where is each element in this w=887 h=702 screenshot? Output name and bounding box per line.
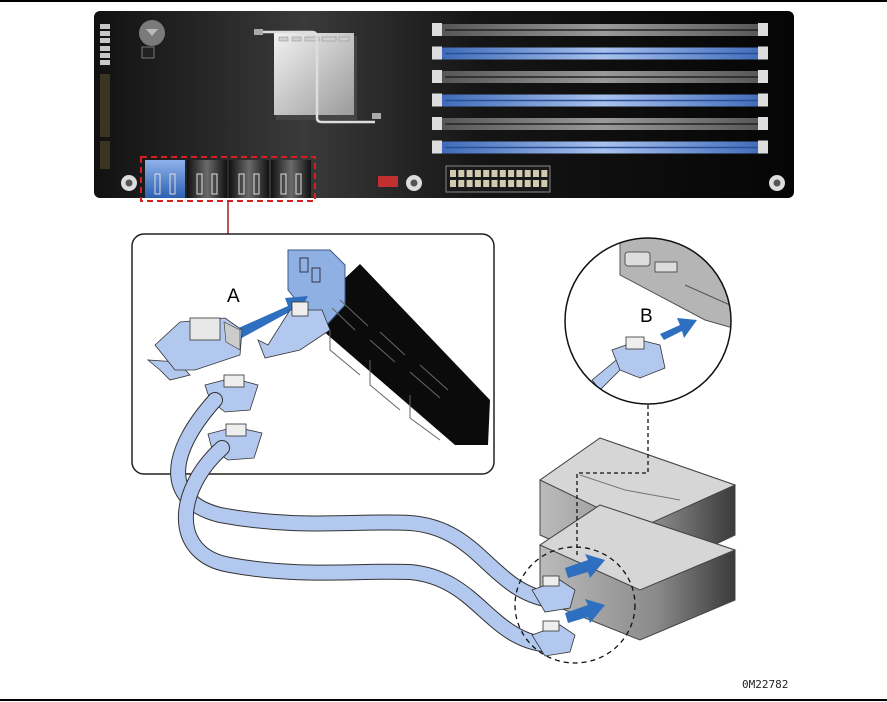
sata-connector-stack (287, 249, 490, 445)
atx-power-connector (445, 165, 551, 193)
callout-b-label: B (640, 306, 653, 327)
dimm-latch[interactable] (758, 70, 768, 83)
sata-ports-board (140, 156, 316, 202)
dimm-latch[interactable] (432, 93, 442, 107)
dimm-slots (432, 23, 768, 154)
drive-cable-connector (531, 620, 576, 657)
detail-b-panel: B (564, 237, 732, 405)
hard-drives (514, 404, 737, 664)
sata-port-0[interactable] (145, 160, 185, 198)
callout-a-label: A (227, 286, 240, 307)
bottom-rule (0, 699, 887, 701)
dimm-latch[interactable] (758, 140, 768, 154)
figure-code: 0M22782 (742, 678, 788, 691)
sata-cable-connector-inserted (257, 301, 331, 359)
fan-header (141, 46, 155, 59)
sata-cables (170, 392, 563, 653)
insert-arrow-icon (565, 554, 605, 578)
dimm-latch[interactable] (758, 117, 768, 130)
detail-a-panel: A (131, 233, 495, 475)
dimm-latch[interactable] (432, 140, 442, 154)
sata-cable-2 (178, 441, 562, 652)
mounting-holes (121, 175, 785, 191)
sata-cable-1 (171, 393, 557, 607)
motherboard (94, 11, 794, 234)
dimm-latch[interactable] (758, 93, 768, 107)
arrow-a-icon (234, 296, 308, 340)
front-panel-headers (100, 24, 110, 169)
dimm-latch[interactable] (432, 46, 442, 60)
sata-port-2[interactable] (229, 160, 269, 198)
dimm-latch[interactable] (758, 46, 768, 60)
chipset-heatsink (254, 29, 381, 124)
dimm-latch[interactable] (432, 117, 442, 130)
sata-port-1[interactable] (187, 160, 227, 198)
red-header (378, 176, 398, 187)
dimm-latch[interactable] (432, 23, 442, 36)
sata-port-3[interactable] (271, 160, 311, 198)
dimm-latch[interactable] (432, 70, 442, 83)
top-rule (0, 0, 887, 2)
arrow-b-icon (660, 318, 697, 340)
detail-b-highlight-circle (514, 546, 636, 664)
drive-cable-connector (531, 575, 576, 613)
insert-arrow-icon (565, 599, 605, 623)
dimm-latch[interactable] (758, 23, 768, 36)
sata-cable-connector (146, 317, 243, 381)
